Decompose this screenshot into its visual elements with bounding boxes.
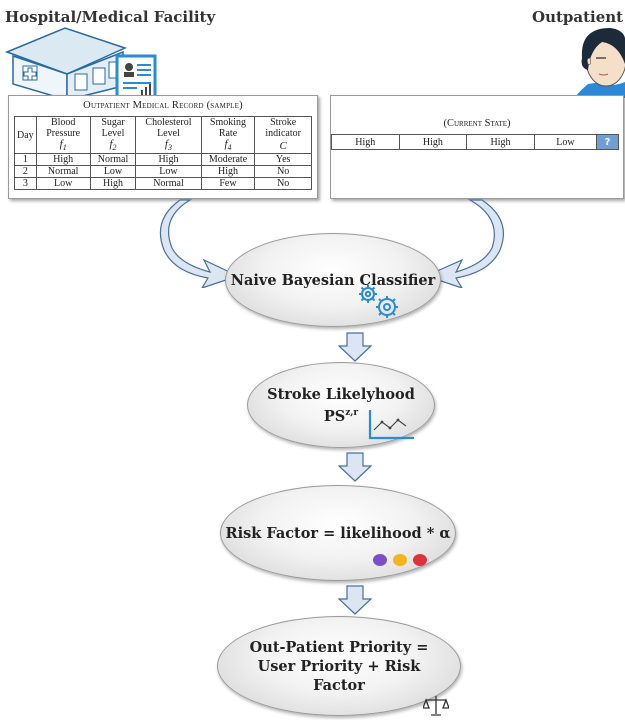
down-arrow-icon (338, 585, 372, 615)
table-cell: Normal (35, 165, 91, 179)
col-header-day: Day (14, 115, 37, 155)
right-curved-arrow-icon (424, 199, 504, 288)
table-cell: Few (200, 177, 256, 191)
table-cell: No (254, 165, 312, 179)
table-cell: 2 (14, 165, 37, 179)
table-cell: Low (89, 165, 137, 179)
priority-node: Out-Patient Priority = User Priority + R… (217, 616, 461, 716)
table-cell: Moderate (200, 153, 256, 167)
likelihood-label: Stroke Likelyhood (267, 385, 415, 403)
table-cell: Normal (89, 153, 137, 167)
hospital-icon (5, 27, 157, 102)
table-cell: Low (135, 165, 202, 179)
risk-factor-label: Risk Factor = likelihood * α (225, 524, 451, 542)
col-symbol-f2: f2 (89, 139, 137, 155)
medical-record-title: Outpatient Medical Record (sample) (83, 100, 243, 111)
table-cell: Yes (254, 153, 312, 167)
col-header-stroke-indicator: Stroke indicator (254, 116, 312, 139)
state-cell-cholesterol-level: High (466, 134, 535, 150)
scales-icon (423, 696, 449, 716)
col-header-blood-pressure: Blood Pressure (35, 116, 91, 139)
table-cell: Normal (135, 177, 202, 191)
left-curved-arrow-icon (159, 199, 240, 288)
col-symbol-f1: f1 (35, 139, 91, 155)
classifier-node: Naive Bayesian Classifier (225, 233, 441, 327)
patient-icon (575, 28, 625, 98)
priority-label: Out-Patient Priority = User Priority + R… (249, 638, 429, 694)
current-state-title: (Current State) (443, 118, 511, 129)
down-arrow-icon (338, 332, 372, 362)
classifier-label: Naive Bayesian Classifier (230, 271, 436, 289)
current-state-panel: (Current State) High High High Low ? (330, 95, 624, 199)
state-cell-smoking-rate: Low (533, 134, 598, 150)
col-header-smoking-rate: Smoking Rate (200, 116, 256, 139)
facility-heading: Hospital/Medical Facility (5, 8, 216, 26)
medical-record-table: Day Blood Pressure Sugar Level Cholester… (14, 115, 312, 191)
down-arrow-icon (338, 452, 372, 482)
state-cell-blood-pressure: High (331, 134, 400, 150)
state-cell-stroke-unknown: ? (596, 134, 619, 150)
colored-dots-icon (373, 554, 427, 566)
table-cell: High (135, 153, 202, 167)
col-header-cholesterol-level: Cholesterol Level (135, 116, 202, 139)
col-symbol-f3: f3 (135, 139, 202, 155)
likelihood-symbol: PSz,r (323, 407, 359, 425)
table-row: 3 Low High Normal Few No (14, 177, 312, 191)
medical-record-panel: Outpatient Medical Record (sample) Day B… (8, 95, 318, 199)
col-header-sugar-level: Sugar Level (89, 116, 137, 139)
table-cell: 1 (14, 153, 37, 167)
table-cell: High (35, 153, 91, 167)
likelihood-node: Stroke Likelyhood PSz,r (247, 362, 435, 448)
table-row: 1 High Normal High Moderate Yes (14, 153, 312, 167)
col-symbol-c: C (254, 139, 312, 155)
table-cell: High (89, 177, 137, 191)
patient-heading: Outpatient (532, 8, 624, 26)
state-cell-sugar-level: High (398, 134, 468, 150)
table-cell: 3 (14, 177, 37, 191)
table-cell: High (200, 165, 256, 179)
table-cell: Low (35, 177, 91, 191)
current-state-table: High High High Low ? (331, 134, 619, 150)
gears-icon (359, 285, 398, 318)
table-cell: No (254, 177, 312, 191)
table-row: 2 Normal Low Low High No (14, 165, 312, 179)
table-row: High High High Low ? (331, 134, 619, 150)
col-symbol-f4: f4 (200, 139, 256, 155)
trend-chart-icon (368, 410, 414, 440)
